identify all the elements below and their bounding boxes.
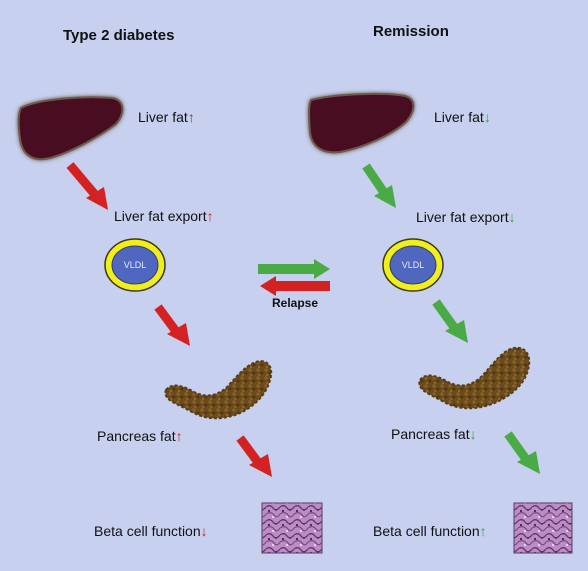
- right-pancreas-fat-label: Pancreas fat↓: [391, 426, 477, 442]
- left-liver-fat-export-text: Liver fat export: [114, 208, 207, 224]
- vldl-left-label: VLDL: [124, 260, 147, 270]
- red-arrow-relapse: [260, 276, 330, 296]
- down-arrow-icon: ↓: [200, 523, 208, 539]
- green-arrow-to-remission: [258, 259, 330, 279]
- up-arrow-icon: ↑: [206, 208, 214, 224]
- up-arrow-icon: ↑: [187, 109, 195, 125]
- right-pancreas-fat-text: Pancreas fat: [391, 426, 470, 442]
- pancreas-right-icon: [418, 346, 531, 410]
- left-liver-fat-text: Liver fat: [138, 109, 188, 125]
- vldl-left-particle: VLDL: [104, 238, 166, 292]
- red-arrow-liver-to-export: [66, 162, 108, 210]
- heading-remission: Remission: [373, 23, 449, 40]
- islet-histology-right-image: [513, 502, 573, 554]
- vldl-right-label: VLDL: [402, 260, 425, 270]
- left-beta-cell-function-text: Beta cell function: [94, 523, 201, 539]
- red-arrow-vldl-to-pancreas: [154, 304, 190, 346]
- left-liver-fat-label: Liver fat↑: [138, 109, 195, 125]
- vldl-right-particle: VLDL: [382, 238, 444, 292]
- down-arrow-icon: ↓: [483, 109, 491, 125]
- relapse-label: Relapse: [272, 296, 319, 310]
- green-arrow-vldl-to-pancreas: [432, 299, 468, 343]
- left-liver-fat-export-label: Liver fat export↑: [114, 208, 214, 224]
- liver-right-icon: [308, 92, 415, 154]
- left-pancreas-fat-text: Pancreas fat: [97, 428, 176, 444]
- right-liver-fat-label: Liver fat↓: [434, 109, 491, 125]
- down-arrow-icon: ↓: [508, 209, 516, 225]
- right-liver-fat-export-label: Liver fat export↓: [416, 209, 516, 225]
- red-arrow-pancreas-to-beta: [236, 435, 272, 477]
- right-beta-cell-function-text: Beta cell function: [373, 523, 480, 539]
- left-beta-cell-function-label: Beta cell function↓: [94, 523, 208, 539]
- pancreas-left-icon: [164, 360, 273, 420]
- right-liver-fat-export-text: Liver fat export: [416, 209, 509, 225]
- up-arrow-icon: ↑: [479, 523, 487, 539]
- left-pancreas-fat-label: Pancreas fat↑: [97, 428, 183, 444]
- down-arrow-icon: ↓: [469, 426, 477, 442]
- green-arrow-liver-to-export: [362, 163, 396, 208]
- up-arrow-icon: ↑: [175, 428, 183, 444]
- right-liver-fat-text: Liver fat: [434, 109, 484, 125]
- islet-histology-left-image: [261, 502, 323, 554]
- green-arrow-pancreas-to-beta: [504, 431, 540, 474]
- right-beta-cell-function-label: Beta cell function↑: [373, 523, 487, 539]
- heading-type-2-diabetes: Type 2 diabetes: [63, 27, 175, 44]
- liver-left-icon: [17, 96, 124, 161]
